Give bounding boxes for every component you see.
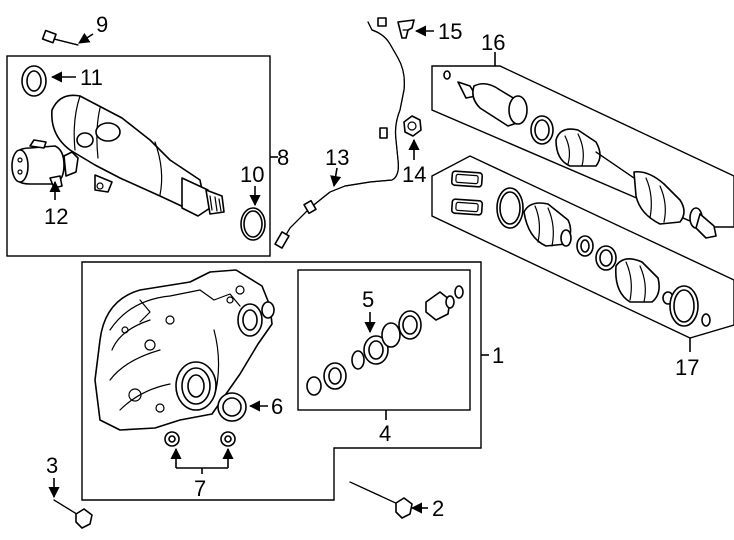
callout-4: 4 [379,421,391,446]
callout-1: 1 [492,343,504,368]
clip-15 [397,19,415,39]
callout-6: 6 [271,394,283,419]
bushings-7 [164,431,236,447]
seal-ring-11 [21,65,47,97]
leader-9 [78,32,94,44]
callout-15: 15 [438,19,462,44]
seal-kit-box [297,269,471,411]
seal-kit-4 [306,285,464,396]
o-ring-10 [240,207,266,241]
callout-8: 8 [277,145,289,170]
callout-16: 16 [481,30,505,55]
callout-7: 7 [194,476,206,501]
bolt-3 [53,499,93,529]
callout-5: 5 [362,287,374,312]
differential-group-box [81,261,482,501]
differential-housing-1 [94,269,275,431]
actuator-group-box [6,55,271,257]
callout-10: 10 [240,162,264,187]
callout-9: 9 [96,12,108,37]
axle-shaft-17 [450,170,711,327]
bolt-9 [41,29,79,46]
callout-3: 3 [46,453,58,478]
callout-13: 13 [325,145,349,170]
front-axle-shaft-box [431,65,734,228]
callout-17: 17 [675,355,699,380]
axle-shaft-16 [443,70,717,239]
callout-12: 12 [44,204,68,229]
wire-harness-13 [274,17,405,249]
callout-11: 11 [80,65,103,90]
callout-2: 2 [432,496,444,521]
actuator-housing-8 [51,94,225,217]
callout-14: 14 [402,162,426,187]
bolt-2 [349,481,413,519]
seal-6 [217,392,247,422]
nut-14 [403,115,422,137]
rear-axle-shaft-box [431,155,734,339]
leader-13 [330,167,342,188]
